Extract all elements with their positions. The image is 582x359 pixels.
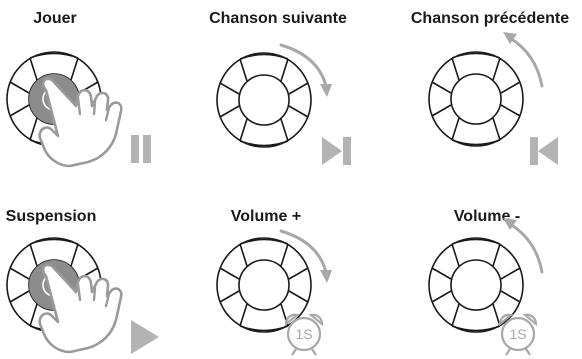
counterclockwise-arrow-icon bbox=[503, 218, 544, 274]
timer-label: 1S bbox=[509, 326, 526, 342]
alarm-clock-icon: 1S bbox=[498, 313, 538, 357]
panel-next-song: Chanson suivante bbox=[209, 10, 351, 165]
next-track-icon bbox=[322, 137, 351, 165]
control-dial bbox=[428, 51, 524, 147]
panel-label: Jouer bbox=[33, 10, 77, 27]
previous-track-icon bbox=[530, 137, 558, 165]
play-icon bbox=[131, 320, 159, 354]
pause-icon bbox=[131, 135, 151, 163]
panel-label: Chanson suivante bbox=[209, 10, 347, 27]
alarm-clock-icon: 1S bbox=[284, 313, 324, 357]
panel-play: Jouer bbox=[6, 10, 151, 168]
panel-label: Chanson précédente bbox=[411, 10, 569, 27]
panel-volume-up: Volume + 1S bbox=[216, 208, 332, 357]
panel-previous-song: Chanson précédente bbox=[411, 10, 569, 165]
panel-suspend: Suspension bbox=[6, 208, 159, 354]
control-dial bbox=[216, 237, 312, 333]
timer-label: 1S bbox=[295, 326, 312, 342]
panel-volume-down: Volume - 1S bbox=[428, 208, 544, 357]
panel-label: Volume - bbox=[454, 208, 520, 225]
clockwise-arrow-icon bbox=[279, 229, 332, 283]
control-dial bbox=[216, 52, 312, 148]
panel-label: Volume + bbox=[231, 208, 301, 225]
counterclockwise-arrow-icon bbox=[503, 32, 544, 88]
clockwise-arrow-icon bbox=[279, 43, 332, 97]
panel-label: Suspension bbox=[6, 208, 97, 225]
